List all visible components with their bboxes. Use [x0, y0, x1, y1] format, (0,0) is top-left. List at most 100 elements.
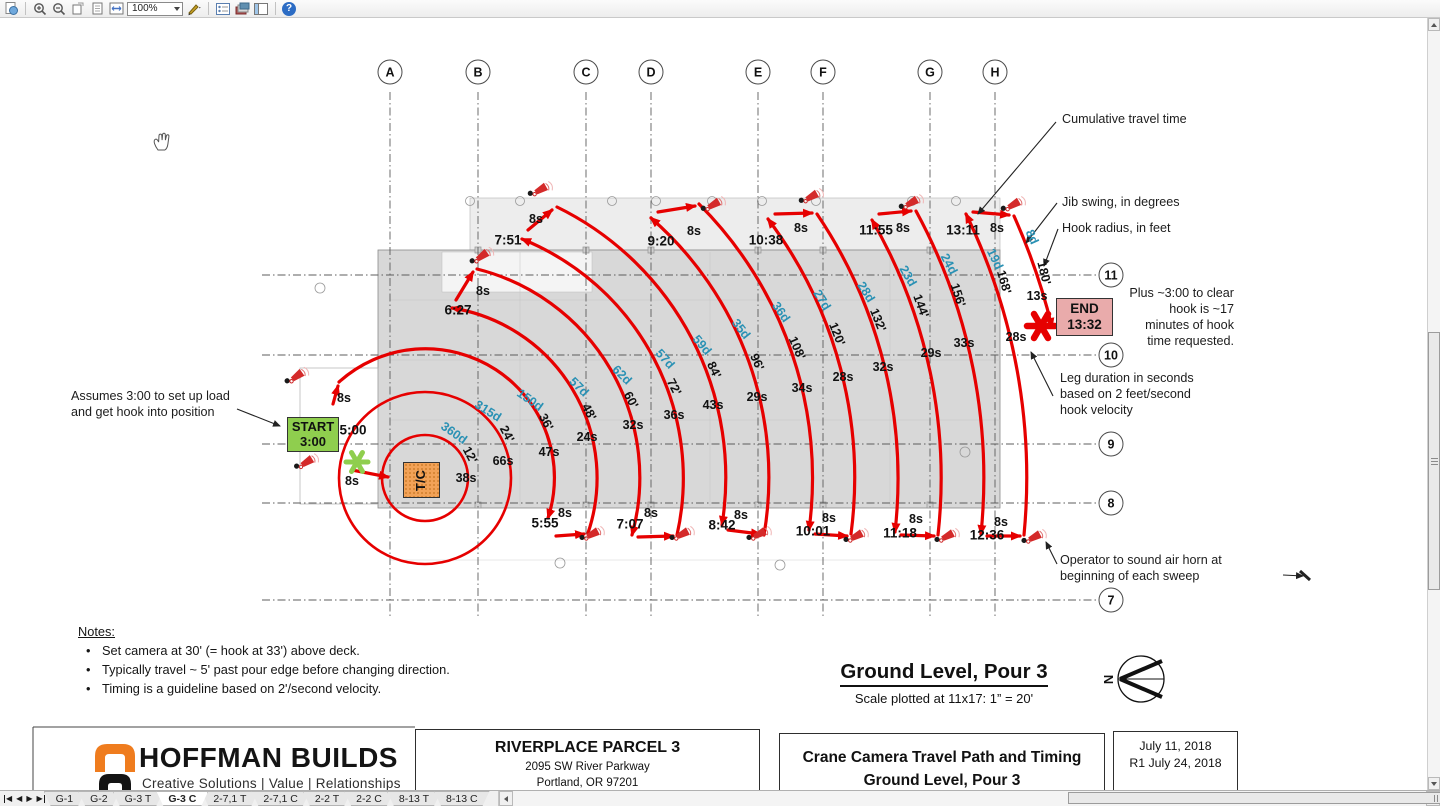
scroll-up-button[interactable] — [1428, 18, 1440, 31]
plan-scale: Scale plotted at 11x17: 1” = 20' — [854, 691, 1034, 706]
cumulative-time-label: 7:51 — [494, 232, 522, 248]
next-sheet-button[interactable]: ▶ — [26, 793, 33, 803]
sheet-tab[interactable]: 2-2 T — [303, 791, 351, 806]
drawing-title-line2: Ground Level, Pour 3 — [863, 771, 1021, 789]
vertical-scrollbar[interactable] — [1427, 18, 1440, 790]
start-marker: START 3:00 — [287, 417, 339, 452]
toolbar-separator — [208, 2, 209, 15]
leg-duration-label: 36s — [663, 408, 685, 422]
cumulative-time-label: 6:27 — [444, 302, 472, 318]
last-sheet-button[interactable]: ▶ — [36, 793, 45, 803]
annotation-leg-duration: Leg duration in seconds based on 2 feet/… — [1060, 371, 1194, 418]
sheet-tab[interactable]: G-3 T — [113, 791, 164, 806]
form-fields-button[interactable] — [215, 1, 231, 16]
leader-lines — [236, 121, 1312, 582]
leg-8s-label: 8s — [990, 221, 1004, 235]
page-width-button[interactable] — [108, 1, 124, 16]
leg-8s-label: 8s — [644, 506, 658, 520]
annotation-cumulative: Cumulative travel time — [1062, 112, 1187, 126]
leg-8s-label: 8s — [345, 474, 359, 488]
scroll-down-button[interactable] — [1428, 777, 1440, 790]
layers-button[interactable] — [234, 1, 250, 16]
project-name: RIVERPLACE PARCEL 3 — [494, 739, 681, 756]
start-time: 3:00 — [299, 433, 327, 449]
document-properties-button[interactable] — [3, 1, 19, 16]
notes-heading: Notes: — [78, 624, 115, 639]
first-sheet-button[interactable]: ◀ — [4, 793, 13, 803]
scroll-left-button[interactable] — [498, 791, 513, 806]
leg-8s-label: 8s — [794, 221, 808, 235]
plan-title: Ground Level, Pour 3 — [840, 660, 1048, 687]
horizontal-scroll-track[interactable] — [513, 791, 1440, 806]
leg-8s-label: 8s — [822, 511, 836, 525]
horizontal-scroll-thumb[interactable] — [1067, 792, 1440, 804]
zoom-in-button[interactable] — [32, 1, 48, 16]
leg-duration-label: 32s — [872, 360, 894, 374]
sheet-tabs: G-1 G-2 G-3 T G-3 C 2-7,1 T 2-7,1 C 2-2 … — [51, 791, 490, 806]
leg-duration-label: 33s — [953, 336, 975, 350]
markup-pen-button[interactable] — [186, 1, 202, 16]
north-arrow-icon — [1117, 655, 1165, 703]
sheet-tab-active[interactable]: G-3 C — [156, 791, 208, 806]
cumulative-time-label: 11:55 — [859, 222, 893, 238]
leg-8s-label: 8s — [558, 506, 572, 520]
help-button[interactable]: ? — [282, 1, 296, 16]
grid-row-bubble: 10 — [1098, 342, 1124, 368]
cumulative-time-label: 13:11 — [946, 222, 980, 238]
sheet-tab[interactable]: G-1 — [44, 791, 86, 806]
fit-page-button[interactable] — [70, 1, 86, 16]
horizontal-scrollbar[interactable] — [497, 791, 1440, 806]
zoom-level-value: 100% — [132, 3, 158, 14]
floor-plan — [299, 196, 1001, 571]
sheet-tab[interactable]: 2-7,1 C — [251, 791, 309, 806]
grid-column-bubble: C — [573, 59, 599, 85]
leg-duration-label: 24s — [576, 430, 598, 444]
leg-8s-label: 8s — [896, 221, 910, 235]
hand-cursor — [153, 132, 170, 151]
note-item: Set camera at 30' (= hook at 33') above … — [78, 643, 498, 658]
end-marker: END 13:32 — [1056, 298, 1113, 336]
grid-column-bubble: E — [745, 59, 771, 85]
sheet-tab[interactable]: 8-13 T — [387, 791, 441, 806]
tower-crane-label: T/C — [413, 469, 429, 491]
zoom-out-button[interactable] — [51, 1, 67, 16]
sheet-tab[interactable]: 2-2 C — [344, 791, 394, 806]
panel-layout-button[interactable] — [253, 1, 269, 16]
cumulative-time-label: 9:20 — [647, 233, 675, 249]
leg-duration-label: 29s — [746, 390, 768, 404]
sheet-tab-bar: ◀ ◀ ▶ ▶ G-1 G-2 G-3 T G-3 C 2-7,1 T 2-7,… — [0, 790, 1440, 806]
vertical-scroll-thumb[interactable] — [1428, 332, 1440, 590]
grid-column-bubble: A — [377, 59, 403, 85]
cumulative-time-label: 10:01 — [795, 523, 831, 539]
leg-duration-label: 28s — [1005, 330, 1027, 344]
full-page-button[interactable] — [89, 1, 105, 16]
chevron-down-icon — [174, 6, 180, 11]
zoom-level-select[interactable]: 100% — [127, 1, 183, 16]
grid-column-bubble: D — [638, 59, 664, 85]
crane-path — [331, 202, 1055, 566]
end-asterisk — [1023, 310, 1059, 342]
leg-duration-label: 38s — [455, 471, 477, 485]
end-time: 13:32 — [1067, 317, 1102, 332]
leg-duration-label: 29s — [920, 346, 942, 360]
sheet-tab[interactable]: 8-13 C — [434, 791, 490, 806]
previous-sheet-button[interactable]: ◀ — [16, 793, 23, 803]
cumulative-time-label: 10:38 — [748, 232, 784, 248]
annotation-hook-radius: Hook radius, in feet — [1062, 221, 1171, 235]
grid-row-bubble: 11 — [1098, 262, 1124, 288]
leg-duration-label: 47s — [538, 445, 560, 459]
start-asterisk — [343, 450, 371, 474]
notes-block: Notes: Set camera at 30' (= hook at 33')… — [78, 624, 498, 700]
issue-date: July 11, 2018 — [1139, 739, 1212, 753]
sheet-tab[interactable]: 2-7,1 T — [201, 791, 258, 806]
sheet-tab[interactable]: G-2 — [78, 791, 120, 806]
annotation-operator-horn: Operator to sound air horn at beginning … — [1060, 553, 1222, 584]
toolbar: 100% ? — [0, 0, 1440, 18]
end-label: END — [1070, 301, 1099, 317]
tower-crane-marker: T/C — [403, 462, 440, 498]
annotation-plus-clear: Plus ~3:00 to clear hook is ~17 minutes … — [1129, 286, 1234, 349]
toolbar-separator — [275, 2, 276, 15]
